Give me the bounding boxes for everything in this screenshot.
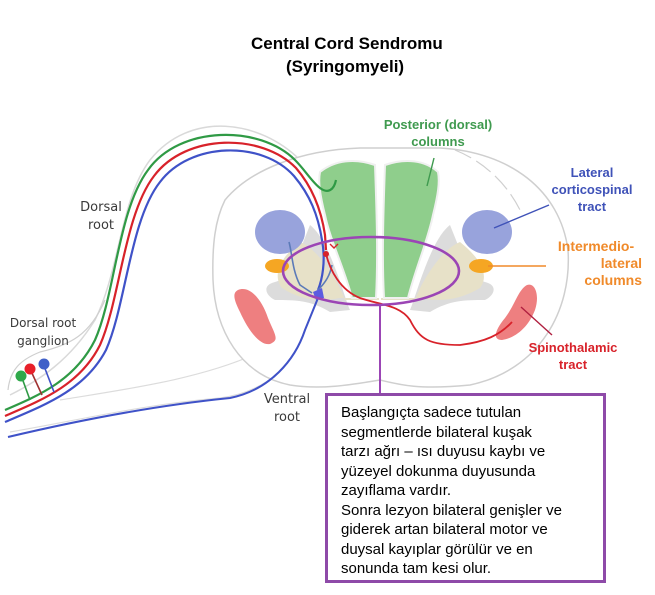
note-line: tarzı ağrı – ısı duyusu kaybı ve [341, 443, 546, 460]
sensory-fiber-green [4, 133, 338, 412]
explanation-note-box: Başlangıçta sadece tutulan segmentlerde … [325, 393, 606, 583]
intermediolateral-right [469, 259, 493, 273]
label-line: Ventral [263, 392, 311, 407]
label-line: Posterior (dorsal) [383, 117, 493, 132]
ganglion-cell-red [24, 363, 36, 375]
sensory-fiber-blue [4, 149, 325, 424]
ganglion-cell-green [15, 370, 27, 382]
label-line: columns [411, 134, 465, 149]
label-line: tract [577, 199, 607, 214]
label-line: root [87, 218, 115, 233]
label-line: Intermedio- [557, 238, 635, 254]
leader-posterior [426, 157, 435, 187]
note-line: zayıflama vardır. [341, 482, 452, 499]
label-line: Dorsal [80, 200, 122, 215]
label-line: root [273, 410, 301, 425]
note-line: duysal kayıplar görülür ve en [341, 540, 533, 558]
dorsal-column-left [318, 159, 379, 299]
leader-spinothalamic [520, 306, 553, 336]
lateral-corticospinal-right [462, 210, 512, 254]
label-intermediolateral: Intermedio- lateral columns [546, 238, 646, 289]
title-line-2: (Syringomyeli) [286, 57, 405, 76]
label-ventral-root: Ventral root [262, 391, 312, 427]
label-line: lateral [600, 255, 642, 271]
note-line: giderek artan bilateral motor ve [341, 521, 548, 538]
note-line: yüzeyel dokunma duyusunda [341, 462, 536, 480]
sensory-fiber-red [4, 141, 328, 418]
dorsal-column-right [381, 159, 440, 299]
ganglion-cell-blue [38, 358, 50, 370]
label-line: columns [584, 272, 642, 288]
motor-fiber-blue [7, 297, 319, 438]
label-lateral-corticospinal: Lateral corticospinal tract [542, 164, 642, 215]
label-line: tract [558, 357, 588, 372]
note-line: segmentlerde bilateral kuşak [341, 423, 532, 441]
lateral-corticospinal-left [255, 210, 305, 254]
label-posterior-columns: Posterior (dorsal) columns [378, 116, 498, 150]
label-line: ganglion [17, 334, 69, 348]
note-line: sonunda tam kesi olur. [341, 560, 492, 577]
label-dorsal-root: Dorsal root [80, 199, 122, 235]
lesion-ellipse [281, 235, 461, 307]
leader-corticospinal [493, 204, 550, 229]
note-line: Başlangıçta sadece tutulan [341, 404, 522, 421]
label-dorsal-root-ganglion: Dorsal root ganglion [4, 314, 82, 350]
label-line: Lateral [570, 165, 614, 180]
title-line-1: Central Cord Sendromu [251, 34, 443, 53]
label-line: Spinothalamic [528, 340, 618, 355]
label-line: Dorsal root [9, 316, 77, 330]
note-line: Sonra lezyon bilateral genişler ve [341, 501, 562, 519]
label-spinothalamic: Spinothalamic tract [518, 339, 628, 373]
ganglion-outline [7, 299, 106, 391]
dorsal-root-sheath [9, 125, 321, 396]
spinothalamic-right [495, 284, 538, 340]
spinothalamic-left [234, 289, 276, 345]
label-line: corticospinal [551, 182, 633, 197]
